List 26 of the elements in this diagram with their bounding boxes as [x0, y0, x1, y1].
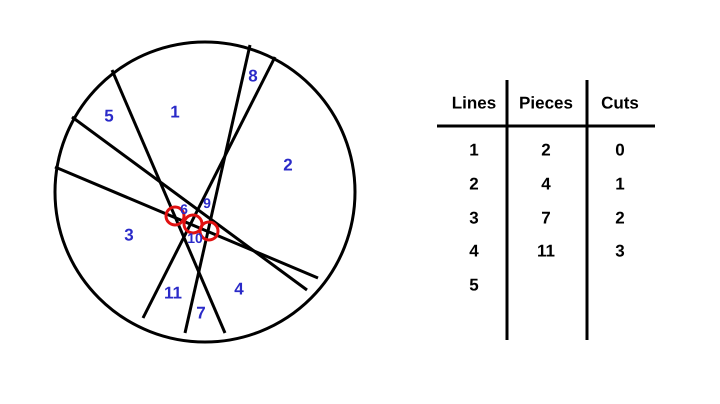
column-header: Lines: [452, 94, 496, 112]
column-header: Pieces: [519, 94, 573, 112]
region-number: 3: [124, 226, 134, 244]
table-value: 2: [541, 142, 551, 158]
table-value: 2: [615, 210, 625, 226]
table-value: 3: [615, 242, 625, 260]
region-number: 10: [187, 231, 203, 245]
region-number: 2: [283, 156, 293, 174]
region-number: 4: [234, 280, 244, 298]
table-value: 0: [615, 142, 625, 158]
region-number: 11: [164, 284, 182, 302]
region-number: 1: [170, 104, 180, 120]
column-header: Cuts: [601, 94, 639, 112]
table-value: 4: [469, 242, 479, 260]
table-value: 4: [541, 176, 551, 192]
region-number: 5: [104, 108, 114, 124]
table-value: 7: [541, 210, 551, 226]
table-value: 1: [615, 176, 625, 192]
table-value: 1: [469, 142, 479, 158]
region-number: 9: [203, 196, 211, 210]
table-value: 3: [469, 210, 479, 226]
table-value: 2: [469, 176, 479, 192]
table-value: 5: [469, 276, 479, 294]
region-number: 7: [196, 304, 206, 322]
region-number: 8: [248, 68, 258, 84]
table-value: 11: [537, 242, 555, 260]
